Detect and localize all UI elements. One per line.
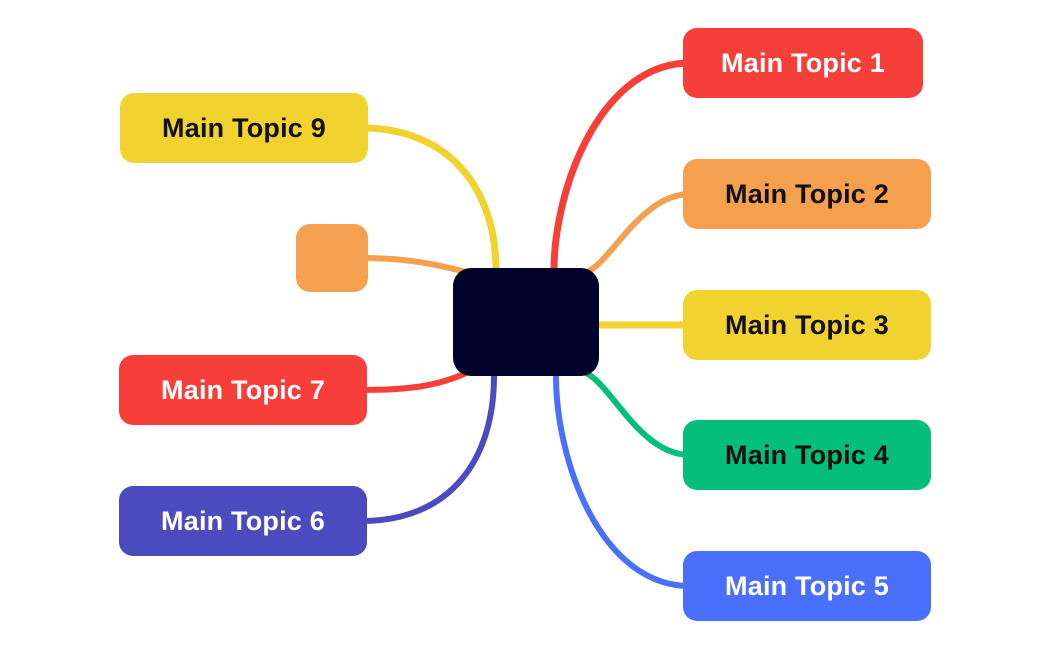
connector-to-topic-5 xyxy=(553,373,693,589)
main-topic-6-label: Main Topic 6 xyxy=(161,505,325,536)
main-topic-2[interactable]: Main Topic 2 xyxy=(683,159,931,229)
connector-to-topic-6 xyxy=(359,373,497,524)
main-topic-9-label: Main Topic 9 xyxy=(162,112,326,143)
connector-to-empty-node xyxy=(359,255,469,275)
main-topic-1-label: Main Topic 1 xyxy=(721,47,885,78)
main-topic-4[interactable]: Main Topic 4 xyxy=(683,420,931,490)
main-topic-5[interactable]: Main Topic 5 xyxy=(683,551,931,621)
connector-to-topic-1 xyxy=(550,59,694,274)
connector-to-topic-9 xyxy=(358,124,500,274)
connector-to-topic-4 xyxy=(583,370,693,458)
main-topic-3-label: Main Topic 3 xyxy=(725,309,889,340)
main-topic-7[interactable]: Main Topic 7 xyxy=(119,355,367,425)
main-topic-2-label: Main Topic 2 xyxy=(725,178,889,209)
central-topic-node[interactable] xyxy=(453,268,599,376)
main-topic-3[interactable]: Main Topic 3 xyxy=(683,290,931,360)
main-topic-4-label: Main Topic 4 xyxy=(725,439,889,470)
connector-to-topic-7 xyxy=(359,370,469,393)
main-topic-9[interactable]: Main Topic 9 xyxy=(120,93,368,163)
main-topic-5-label: Main Topic 5 xyxy=(725,570,889,601)
empty-topic-node[interactable] xyxy=(296,224,368,292)
connector-to-topic-2 xyxy=(583,191,693,275)
main-topic-7-label: Main Topic 7 xyxy=(161,374,325,405)
main-topic-1[interactable]: Main Topic 1 xyxy=(683,28,923,98)
main-topic-6[interactable]: Main Topic 6 xyxy=(119,486,367,556)
